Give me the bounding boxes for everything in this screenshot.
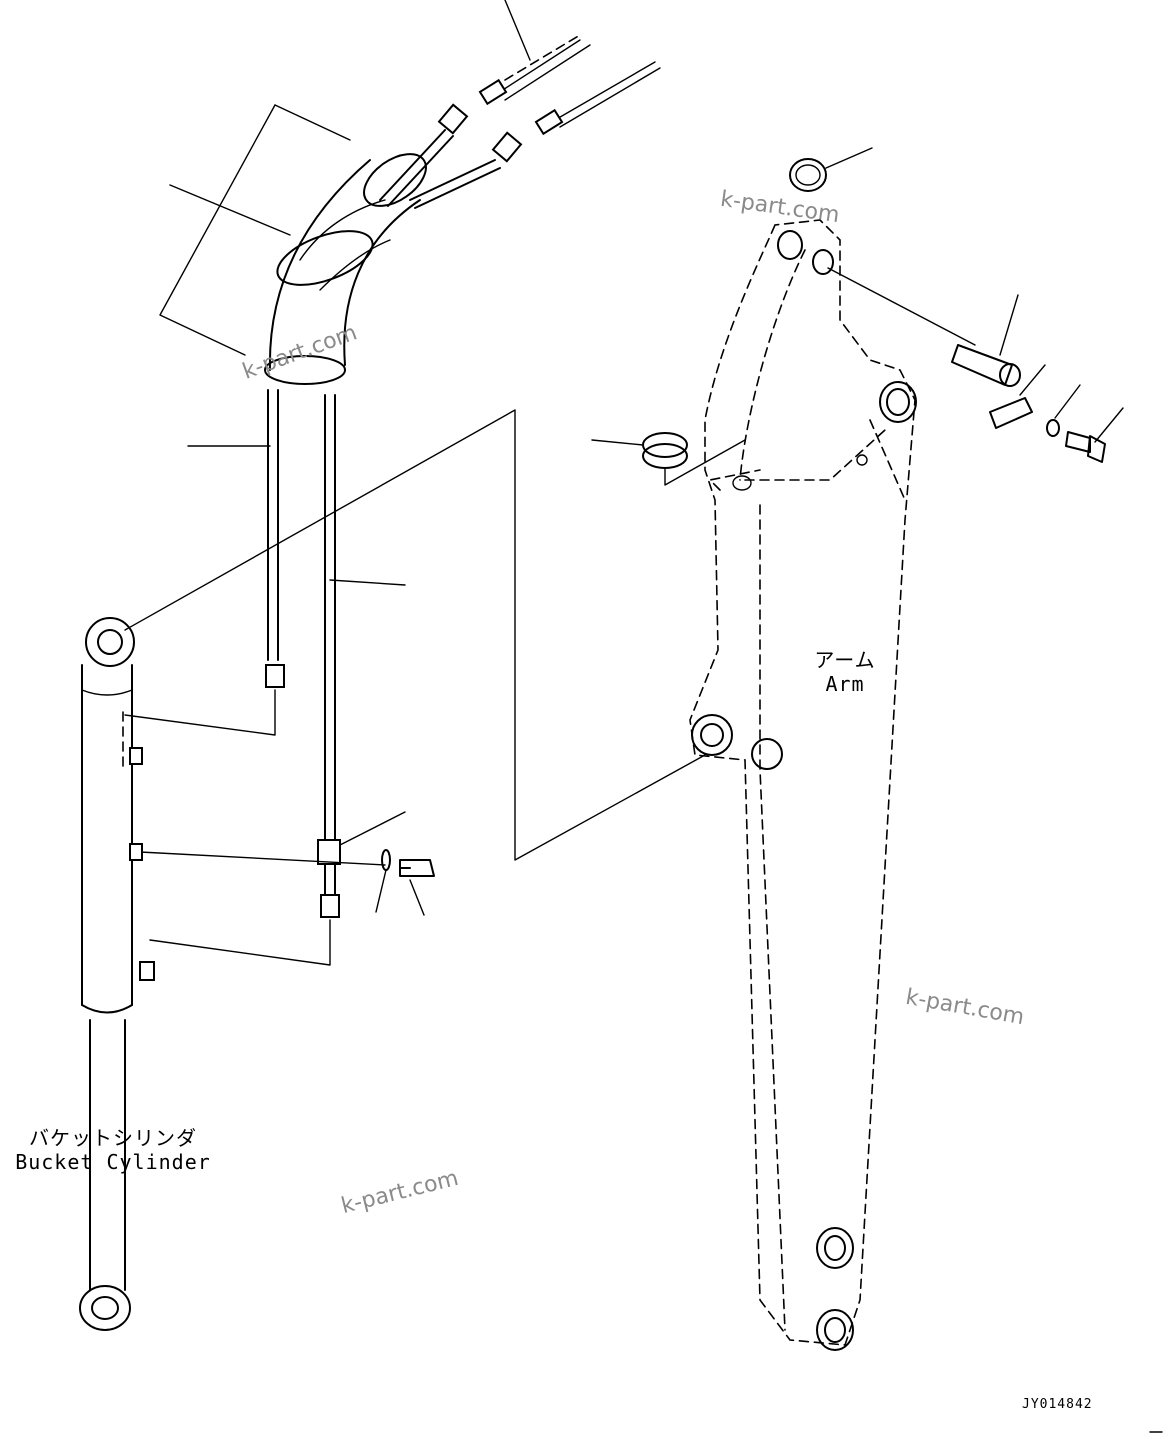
bucket-cylinder bbox=[79, 617, 155, 1331]
arm-label: アーム Arm bbox=[800, 648, 890, 696]
upper-hose-pair bbox=[478, 0, 661, 136]
arm-pin-assembly bbox=[827, 267, 1124, 463]
hose-guard-sleeve bbox=[159, 104, 427, 385]
leader-line bbox=[124, 409, 706, 861]
drawing-code: JY014842 bbox=[1022, 1397, 1093, 1412]
arm-label-en: Arm bbox=[825, 672, 865, 696]
hose-right bbox=[149, 394, 406, 966]
shim-ring bbox=[789, 147, 873, 192]
dust-seal bbox=[591, 432, 746, 486]
bucket-cylinder-label-en: Bucket Cylinder bbox=[15, 1150, 211, 1174]
hose-left bbox=[124, 389, 285, 736]
hose-clamp bbox=[139, 811, 435, 916]
bucket-cylinder-label-jp: バケットシリンダ bbox=[29, 1126, 197, 1150]
bucket-cylinder-label: バケットシリンダ Bucket Cylinder bbox=[8, 1126, 218, 1174]
arm-label-jp: アーム bbox=[814, 648, 876, 672]
hose-ends-upper bbox=[379, 103, 523, 209]
arm bbox=[689, 219, 917, 1351]
